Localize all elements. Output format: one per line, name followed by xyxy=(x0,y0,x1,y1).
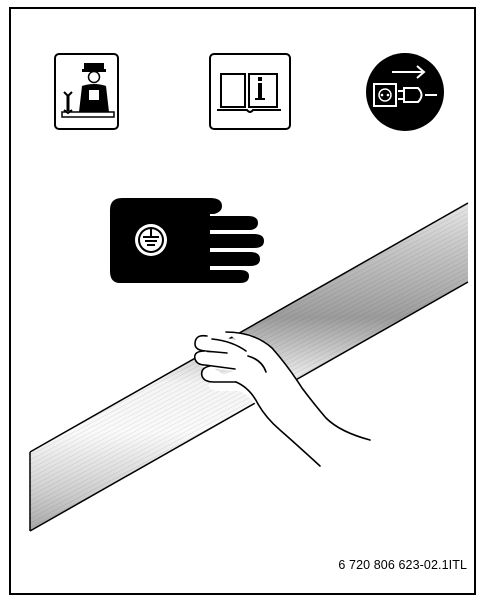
disconnect-mains-plug-icon xyxy=(366,53,444,131)
earthed-hand-glove-icon xyxy=(110,198,264,283)
read-manual-info-icon xyxy=(210,54,290,129)
figure-reference-code: 6 720 806 623-02.1ITL xyxy=(338,558,467,572)
qualified-technician-icon xyxy=(55,54,118,129)
